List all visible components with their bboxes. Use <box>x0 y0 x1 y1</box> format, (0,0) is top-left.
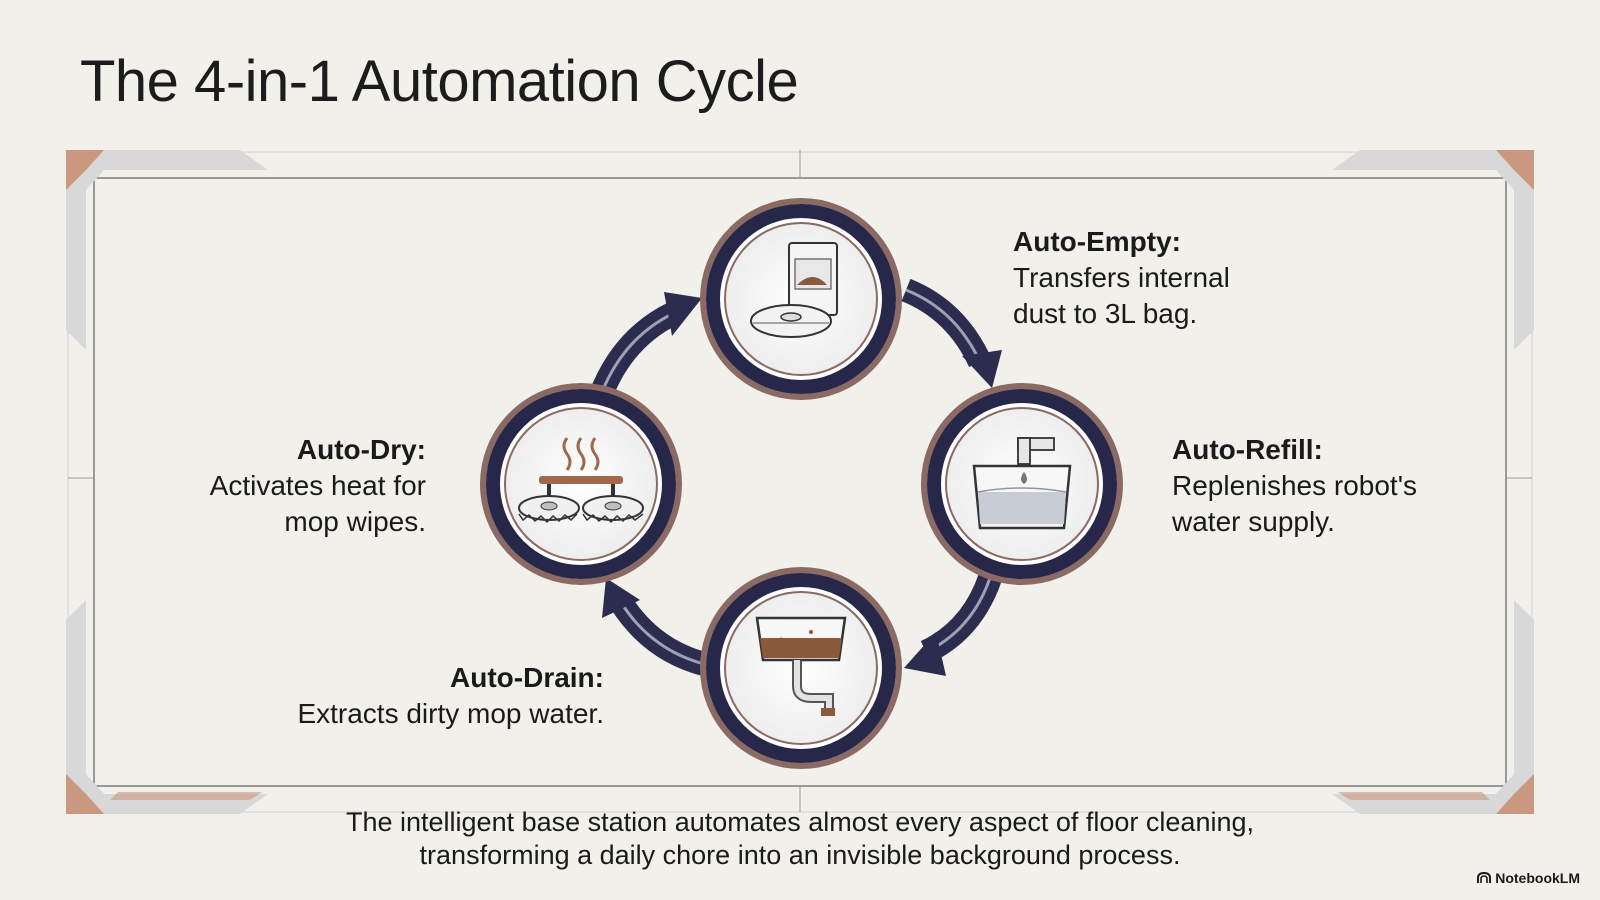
frame-corner-top-right <box>1332 150 1534 350</box>
stage-desc-dry-line1: Activates heat for <box>209 470 426 501</box>
footer-caption: The intelligent base station automates a… <box>200 806 1400 872</box>
stage-label-refill: Auto-Refill: Replenishes robot's water s… <box>1172 432 1482 540</box>
stage-node-refill <box>921 383 1123 585</box>
stage-node-dry <box>480 383 682 585</box>
stage-label-empty: Auto-Empty: Transfers internal dust to 3… <box>1013 224 1313 332</box>
footer-line-2: transforming a daily chore into an invis… <box>419 840 1181 870</box>
stage-node-drain <box>700 567 902 769</box>
stage-desc-refill-line1: Replenishes robot's <box>1172 470 1418 501</box>
stage-desc-drain-line1: Extracts dirty mop water. <box>297 698 604 729</box>
arrow-dry-to-empty <box>590 292 702 397</box>
notebooklm-logo-icon <box>1477 872 1492 883</box>
frame-corner-bottom-left <box>66 600 268 814</box>
stage-desc-dry-line2: mop wipes. <box>284 506 426 537</box>
stage-heading-drain: Auto-Drain: <box>450 662 604 693</box>
frame-corner-bottom-right <box>1332 600 1534 814</box>
stage-desc-refill-line2: water supply. <box>1172 506 1335 537</box>
stage-label-dry: Auto-Dry: Activates heat for mop wipes. <box>150 432 426 540</box>
heated-mops-icon <box>518 437 644 524</box>
arrow-refill-to-drain <box>904 573 1002 676</box>
stage-desc-empty-line1: Transfers internal <box>1013 262 1230 293</box>
frame-corner-top-left <box>66 150 268 350</box>
footer-line-1: The intelligent base station automates a… <box>345 807 1254 837</box>
brand-name: NotebookLM <box>1495 870 1580 886</box>
arrow-drain-to-dry <box>602 578 708 676</box>
stage-heading-dry: Auto-Dry: <box>296 434 426 465</box>
drain-basin-icon <box>755 616 847 716</box>
water-tank-icon <box>972 437 1072 530</box>
stage-label-drain: Auto-Drain: Extracts dirty mop water. <box>222 660 604 732</box>
stage-node-empty <box>700 198 902 400</box>
brand-watermark: NotebookLM <box>1477 870 1580 886</box>
stage-heading-empty: Auto-Empty: <box>1013 226 1181 257</box>
page-title: The 4-in-1 Automation Cycle <box>80 49 799 114</box>
stage-desc-empty-line2: dust to 3L bag. <box>1013 298 1198 329</box>
stage-heading-refill: Auto-Refill: <box>1172 434 1323 465</box>
robot-dock-icon <box>750 242 838 338</box>
arrow-empty-to-refill <box>901 278 1002 388</box>
